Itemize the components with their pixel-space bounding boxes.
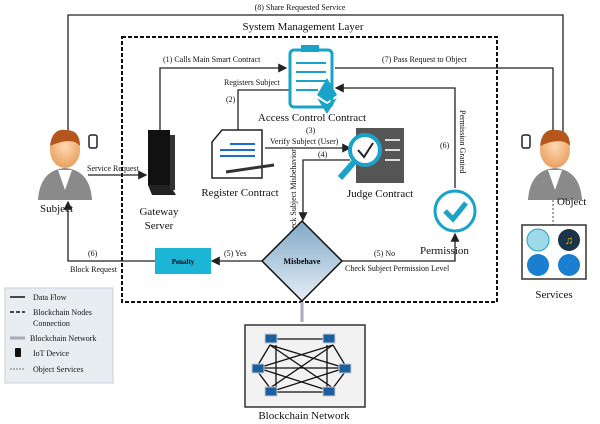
penalty-box bbox=[155, 248, 211, 274]
edge-label-4: (4) bbox=[318, 150, 328, 159]
pie-chart-icon bbox=[526, 228, 550, 252]
blockchain-network-box bbox=[244, 324, 366, 408]
edge-label-service-request: Service Request bbox=[87, 164, 140, 173]
legend-iot-device: IoT Device bbox=[33, 349, 70, 358]
node-gateway-line1: Gateway bbox=[139, 206, 179, 218]
node-gateway-line2: Server bbox=[145, 220, 174, 232]
node-register-contract: Register Contract bbox=[201, 187, 278, 199]
node-object: Object bbox=[557, 196, 586, 208]
node-misbehave: Misbehave bbox=[284, 257, 321, 266]
edge-1 bbox=[159, 63, 288, 130]
phone-icon bbox=[15, 348, 21, 357]
node-subject: Subject bbox=[40, 203, 73, 215]
edge-4 bbox=[298, 159, 350, 222]
legend-blockchain-network: Blockchain Network bbox=[30, 334, 96, 343]
document-icon bbox=[211, 129, 263, 179]
edge-label-8: (8) Share Requested Service bbox=[255, 3, 346, 12]
video-icon bbox=[527, 254, 549, 276]
node-services: Services bbox=[535, 289, 572, 301]
edge-2 bbox=[233, 89, 290, 146]
edge-label-registers: Registers Subject bbox=[224, 78, 281, 87]
legend-data-flow: Data Flow bbox=[33, 293, 67, 302]
server-icon bbox=[148, 130, 176, 195]
layer-title: System Management Layer bbox=[243, 21, 364, 33]
phone-icon bbox=[521, 134, 531, 149]
person-icon bbox=[528, 129, 582, 200]
edge-label-misbehavior: Check Subject Misbehavior bbox=[289, 149, 298, 238]
edge-label-6a: (6) bbox=[440, 141, 450, 150]
check-circle-icon bbox=[433, 189, 477, 233]
edge-label-7: (7) Pass Request to Object bbox=[382, 55, 468, 64]
edge-label-block: Block Request bbox=[70, 265, 118, 274]
edge-label-granted: Permission Granted bbox=[458, 110, 467, 173]
computer-icon bbox=[251, 333, 352, 397]
services-box: ♫ bbox=[521, 224, 587, 280]
node-permission: Permission bbox=[420, 245, 469, 257]
edge-6-block bbox=[63, 200, 155, 262]
edge-label-2: (2) bbox=[226, 95, 236, 104]
music-icon bbox=[558, 229, 580, 251]
person-icon bbox=[38, 129, 92, 200]
edge-label-verify: Verify Subject (User) bbox=[270, 137, 339, 146]
music-note-glyph: ♫ bbox=[565, 235, 573, 247]
edge-7 bbox=[335, 67, 558, 148]
edge-label-5-yes: (5) Yes bbox=[224, 249, 247, 258]
edge-label-level: Check Subject Permission Level bbox=[345, 264, 450, 273]
legend-object-services: Object Services bbox=[33, 365, 83, 374]
edge-label-6b: (6) bbox=[88, 249, 98, 258]
legend: Data Flow Blockchain Nodes Connection Bl… bbox=[4, 287, 114, 384]
misbehave-decision bbox=[260, 219, 344, 303]
system-management-layer bbox=[121, 36, 498, 303]
node-blockchain-network: Blockchain Network bbox=[258, 410, 350, 422]
node-judge-contract: Judge Contract bbox=[347, 188, 413, 200]
legend-nodes-connection-2: Connection bbox=[33, 319, 70, 328]
node-penalty: Penalty bbox=[172, 258, 195, 266]
pen-icon bbox=[225, 163, 275, 174]
magnifier-check-icon bbox=[337, 128, 404, 183]
chat-icon bbox=[558, 254, 580, 276]
legend-nodes-connection: Blockchain Nodes bbox=[33, 308, 92, 317]
edge-label-1: (1) Calls Main Smart Contract bbox=[163, 55, 261, 64]
node-access-control: Access Control Contract bbox=[258, 112, 366, 124]
edge-6-granted bbox=[334, 83, 456, 188]
phone-icon bbox=[88, 134, 98, 149]
edge-label-5-no: (5) No bbox=[374, 249, 395, 258]
edge-share-service bbox=[63, 14, 564, 150]
edge-5-no bbox=[342, 232, 460, 262]
ethereum-icon bbox=[317, 78, 337, 114]
edge-label-3: (3) bbox=[306, 126, 316, 135]
